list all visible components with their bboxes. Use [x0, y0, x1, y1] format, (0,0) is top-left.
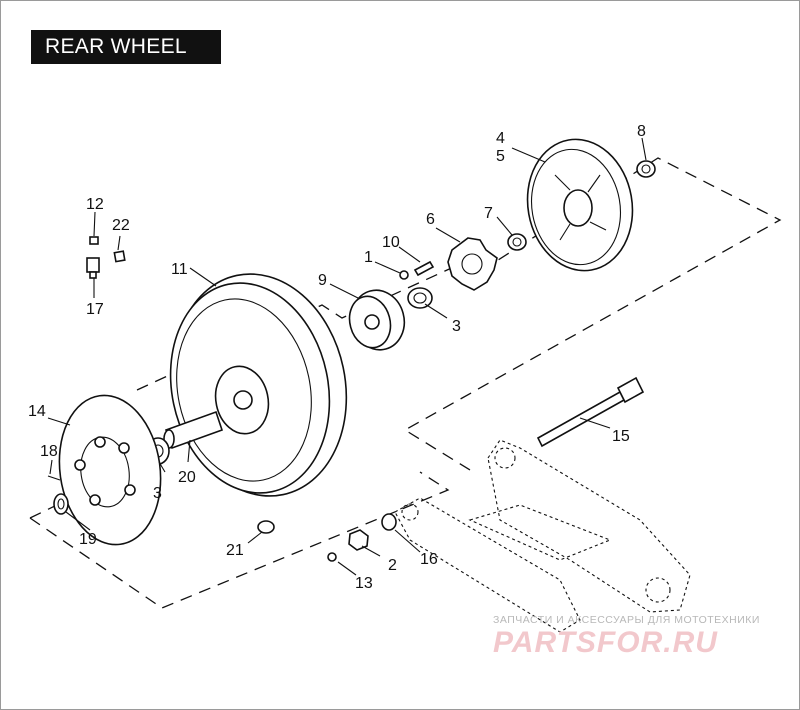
callout-3-left: 3	[153, 485, 162, 502]
assembly-outline-lower	[29, 471, 450, 609]
watermark-logo: PARTSFOR.RU	[493, 626, 718, 659]
disc-spacer	[53, 493, 69, 515]
callout-1: 1	[364, 249, 373, 266]
callout-labels: 1 2 3 3 4 5 6 7 8 9 10 11 12 13 14 15 16…	[28, 123, 646, 592]
diagram-title: REAR WHEEL	[31, 30, 221, 64]
callout-19: 19	[79, 531, 97, 548]
hub-fasteners	[399, 260, 435, 280]
callout-13: 13	[355, 575, 373, 592]
leader-lines	[47, 137, 647, 576]
callout-20: 20	[178, 469, 196, 486]
assembly-outline-upper	[136, 157, 782, 471]
callout-22: 22	[112, 217, 130, 234]
axle-nut-hardware	[327, 513, 397, 562]
rear-axle	[536, 376, 645, 448]
callout-16: 16	[420, 551, 438, 568]
rear-hub-carrier	[348, 289, 406, 351]
callout-2: 2	[388, 557, 397, 574]
pulley-spacer	[507, 233, 527, 251]
callout-14: 14	[28, 403, 46, 420]
wheel-bearing-center	[407, 287, 433, 309]
brake-disc	[58, 394, 162, 546]
callout-18: 18	[40, 443, 58, 460]
callout-21: 21	[226, 542, 244, 559]
callout-8: 8	[637, 123, 646, 140]
callout-12: 12	[86, 196, 104, 213]
watermark-caption: ЗАПЧАСТИ И АКСЕССУАРЫ ДЛЯ МОТОТЕХНИКИ	[493, 614, 760, 626]
callout-15: 15	[612, 428, 630, 445]
callout-4: 4	[496, 130, 505, 147]
valve-stem-parts	[86, 236, 126, 279]
cush-rubber	[447, 237, 498, 291]
callout-5: 5	[496, 148, 505, 165]
callout-10: 10	[382, 234, 400, 251]
callout-3-center: 3	[452, 318, 461, 335]
callout-11: 11	[171, 261, 188, 278]
rear-wheel-rim	[169, 273, 348, 497]
axle-clip	[257, 520, 275, 534]
swingarm-dotted	[394, 439, 691, 633]
disc-screw	[47, 475, 61, 481]
pulley-outer-spacer	[636, 160, 656, 178]
assembly-outline-link	[29, 487, 93, 519]
callout-6: 6	[426, 211, 435, 228]
callout-7: 7	[484, 205, 493, 222]
callout-9: 9	[318, 272, 327, 289]
callout-17: 17	[86, 301, 104, 318]
rear-pulley	[526, 138, 634, 272]
